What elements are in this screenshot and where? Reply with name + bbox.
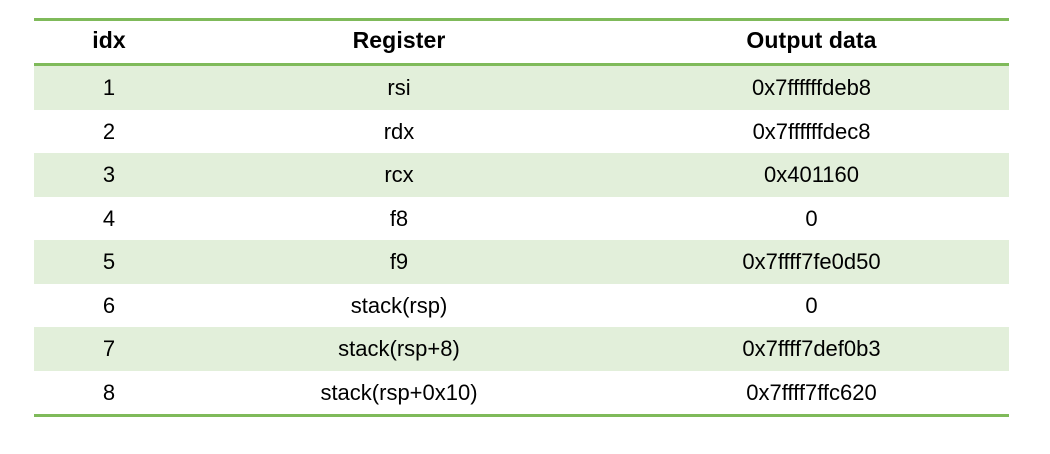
table-row: 6 stack(rsp) 0 (34, 283, 1009, 327)
register-output-table: idx Register Output data 1 rsi 0x7ffffff… (34, 18, 1009, 417)
column-header-register: Register (184, 18, 614, 66)
cell-idx: 1 (34, 64, 184, 110)
cell-register: stack(rsp) (184, 283, 614, 327)
table-row: 7 stack(rsp+8) 0x7ffff7def0b3 (34, 327, 1009, 371)
table-row: 1 rsi 0x7ffffffdeb8 (34, 64, 1009, 110)
table-row: 5 f9 0x7ffff7fe0d50 (34, 240, 1009, 284)
table-row: 3 rcx 0x401160 (34, 153, 1009, 197)
cell-idx: 4 (34, 196, 184, 240)
cell-idx: 5 (34, 240, 184, 284)
cell-output: 0 (614, 283, 1009, 327)
table-header: idx Register Output data (34, 18, 1009, 66)
cell-output: 0x7ffff7ffc620 (614, 370, 1009, 417)
column-header-idx: idx (34, 18, 184, 66)
cell-output: 0x7ffff7fe0d50 (614, 240, 1009, 284)
cell-register: rcx (184, 153, 614, 197)
cell-output: 0x7ffffffdeb8 (614, 64, 1009, 110)
cell-idx: 7 (34, 327, 184, 371)
column-header-output-data: Output data (614, 18, 1009, 66)
cell-output: 0 (614, 196, 1009, 240)
cell-register: f9 (184, 240, 614, 284)
cell-register: stack(rsp+8) (184, 327, 614, 371)
cell-idx: 6 (34, 283, 184, 327)
cell-idx: 2 (34, 109, 184, 153)
cell-register: rsi (184, 64, 614, 110)
cell-register: f8 (184, 196, 614, 240)
table-body: 1 rsi 0x7ffffffdeb8 2 rdx 0x7ffffffdec8 … (34, 64, 1009, 417)
cell-output: 0x7ffff7def0b3 (614, 327, 1009, 371)
cell-register: rdx (184, 109, 614, 153)
cell-idx: 8 (34, 370, 184, 417)
cell-output: 0x7ffffffdec8 (614, 109, 1009, 153)
table-row: 2 rdx 0x7ffffffdec8 (34, 109, 1009, 153)
table-row: 8 stack(rsp+0x10) 0x7ffff7ffc620 (34, 370, 1009, 417)
cell-idx: 3 (34, 153, 184, 197)
table-header-row: idx Register Output data (34, 18, 1009, 66)
cell-register: stack(rsp+0x10) (184, 370, 614, 417)
cell-output: 0x401160 (614, 153, 1009, 197)
table-row: 4 f8 0 (34, 196, 1009, 240)
